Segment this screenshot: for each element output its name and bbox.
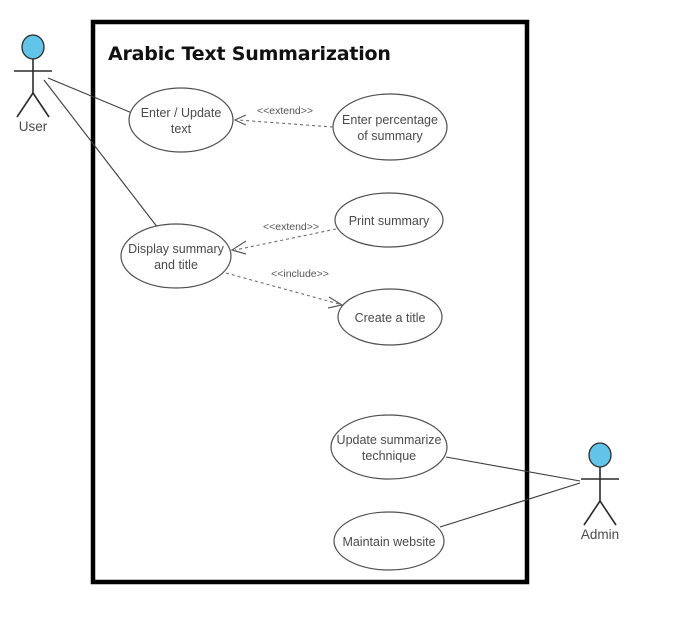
use-case-ellipse (332, 93, 448, 161)
relation-label-extend-2: <<extend>> (263, 221, 319, 233)
use-case-label-line-1: Print summary (349, 214, 430, 228)
include-line (225, 272, 340, 305)
actor-user-head-icon (21, 34, 45, 60)
use-case-label-line-1: Create a title (355, 311, 426, 325)
use-case-display-summary-and-title[interactable]: Display summary and title (120, 223, 232, 289)
system-title: Arabic Text Summarization (108, 43, 391, 65)
use-case-enter-update-text[interactable]: Enter / Update text (128, 87, 234, 153)
use-case-label-line-1: Display summary (128, 242, 225, 256)
actor-admin[interactable]: Admin (581, 442, 619, 542)
use-case-label-line-2: and title (154, 258, 198, 272)
use-case-ellipse (333, 511, 445, 571)
association-user-to-display-summary (43, 79, 159, 229)
use-case-print-summary[interactable]: Print summary (334, 192, 444, 248)
relation-label-extend-1: <<extend>> (257, 105, 313, 117)
system-boundary-box (90, 19, 530, 585)
use-case-label-line-1: Enter percentage (342, 113, 438, 127)
actor-admin-label: Admin (581, 527, 619, 542)
include-arrowhead (327, 296, 344, 309)
actor-user-leg-right (32, 92, 50, 118)
association-admin-to-maintain-website (439, 482, 581, 528)
actor-admin-head-icon (588, 442, 612, 468)
extend-arrowhead-2 (230, 240, 247, 255)
use-case-maintain-website[interactable]: Maintain website (333, 511, 445, 571)
use-case-ellipse (337, 288, 443, 346)
association-user-to-enter-update-text (47, 77, 133, 114)
use-case-label-line-1: Maintain website (342, 535, 435, 549)
actor-user-leg-left (16, 92, 34, 118)
use-case-create-a-title[interactable]: Create a title (337, 288, 443, 346)
actor-admin-leg-left (583, 500, 601, 526)
association-admin-to-update-summarize-technique (445, 456, 581, 482)
use-case-ellipse (334, 192, 444, 248)
extend-line-1 (237, 119, 334, 128)
use-case-enter-percentage-of-summary[interactable]: Enter percentage of summary (332, 93, 448, 161)
relation-extend-print-to-display: <<extend>> (230, 221, 337, 255)
use-case-label-line-1: Update summarize (337, 433, 442, 447)
use-case-label-line-1: Enter / Update (141, 106, 222, 120)
use-case-ellipse (120, 223, 232, 289)
extend-line-2 (234, 228, 337, 251)
use-case-label-line-2: of summary (357, 129, 423, 143)
extend-arrowhead-1 (233, 114, 247, 126)
use-case-update-summarize-technique[interactable]: Update summarize technique (330, 414, 448, 480)
actor-user[interactable]: User (14, 34, 52, 134)
actor-admin-leg-right (599, 500, 617, 526)
use-case-label-line-2: technique (362, 449, 416, 463)
relation-label-include: <<include>> (271, 268, 329, 280)
use-case-ellipse (128, 87, 234, 153)
actor-user-label: User (19, 119, 48, 134)
relation-include-display-to-create-title: <<include>> (225, 268, 344, 309)
relation-extend-percentage-to-enter-text: <<extend>> (233, 105, 334, 128)
use-case-ellipse (330, 414, 448, 480)
use-case-label-line-2: text (171, 122, 192, 136)
